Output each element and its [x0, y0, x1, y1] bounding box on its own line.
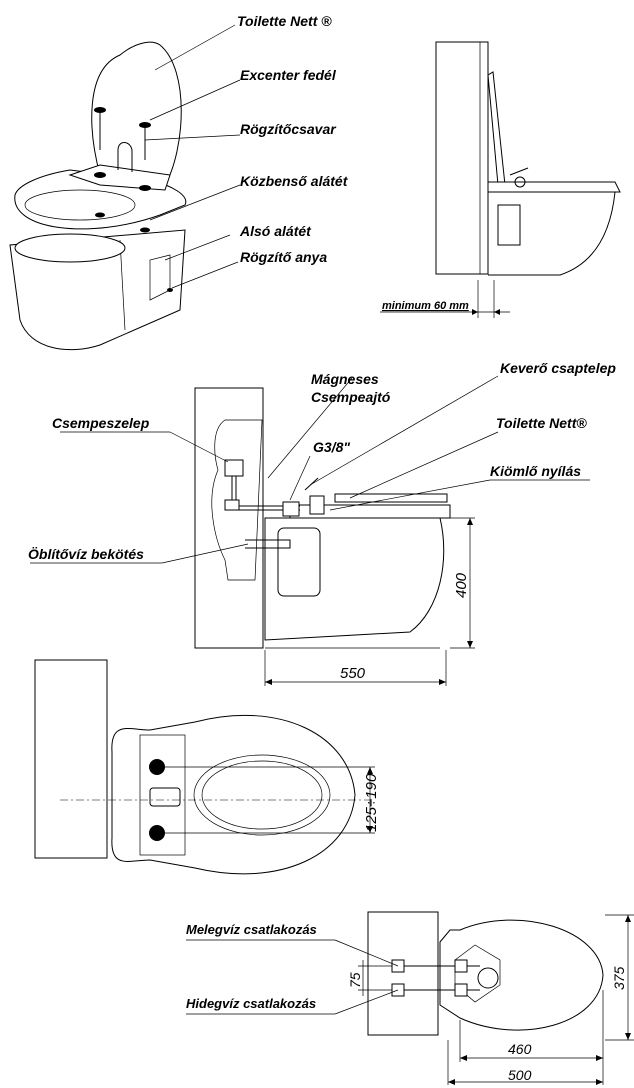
section-view [30, 375, 590, 686]
label-toilette-nett: Toilette Nett ® [237, 13, 332, 29]
label-kiomlo: Kiömlő nyílás [490, 463, 581, 479]
bottom-bowl [439, 919, 604, 1031]
cistern [277, 527, 321, 597]
intermediate-plate [68, 164, 171, 191]
dim-500: 500 [508, 1067, 532, 1083]
dim-75: 75 [347, 972, 363, 988]
wall [435, 41, 489, 275]
top-bowl [111, 714, 356, 875]
label-hidegviz: Hidegvíz csatlakozás [186, 996, 316, 1011]
label-g38: G3/8" [313, 439, 350, 455]
top-view [34, 659, 375, 875]
toilet-lid [91, 41, 182, 186]
wall-bottom [367, 911, 439, 1036]
label-csempeajto: Csempeajtó [311, 389, 391, 405]
label-oblitoviz: Öblítővíz bekötés [28, 546, 144, 562]
label-melegviz: Melegvíz csatlakozás [186, 922, 317, 937]
label-csempeszelep: Csempeszelep [52, 415, 150, 431]
dim-375: 375 [611, 966, 627, 990]
dim-125-190: 125÷190 [363, 773, 380, 832]
label-rogzito-anya: Rögzítő anya [240, 249, 327, 265]
label-kevero: Keverő csaptelep [500, 360, 616, 376]
connection-view [186, 911, 634, 1085]
dim-460: 460 [508, 1041, 532, 1057]
dim-400: 400 [453, 572, 470, 598]
dim-550: 550 [340, 665, 366, 682]
isometric-view [9, 24, 241, 351]
label-excenter-fedel: Excenter fedél [240, 67, 337, 83]
label-magneses: Mágneses [311, 371, 379, 387]
label-rogzitocsavar: Rögzítőcsavar [240, 121, 337, 137]
bowl-rim [14, 233, 126, 263]
label-minimum: minimum 60 mm [382, 300, 469, 312]
side-view-small [380, 41, 621, 318]
wall-top [34, 659, 108, 859]
label-kozbenso-alatet: Közbenső alátét [240, 173, 349, 189]
label-also-alatet: Alsó alátét [239, 223, 312, 239]
wall-section [194, 387, 264, 649]
label-toilette-nett-2: Toilette Nett® [496, 415, 587, 431]
